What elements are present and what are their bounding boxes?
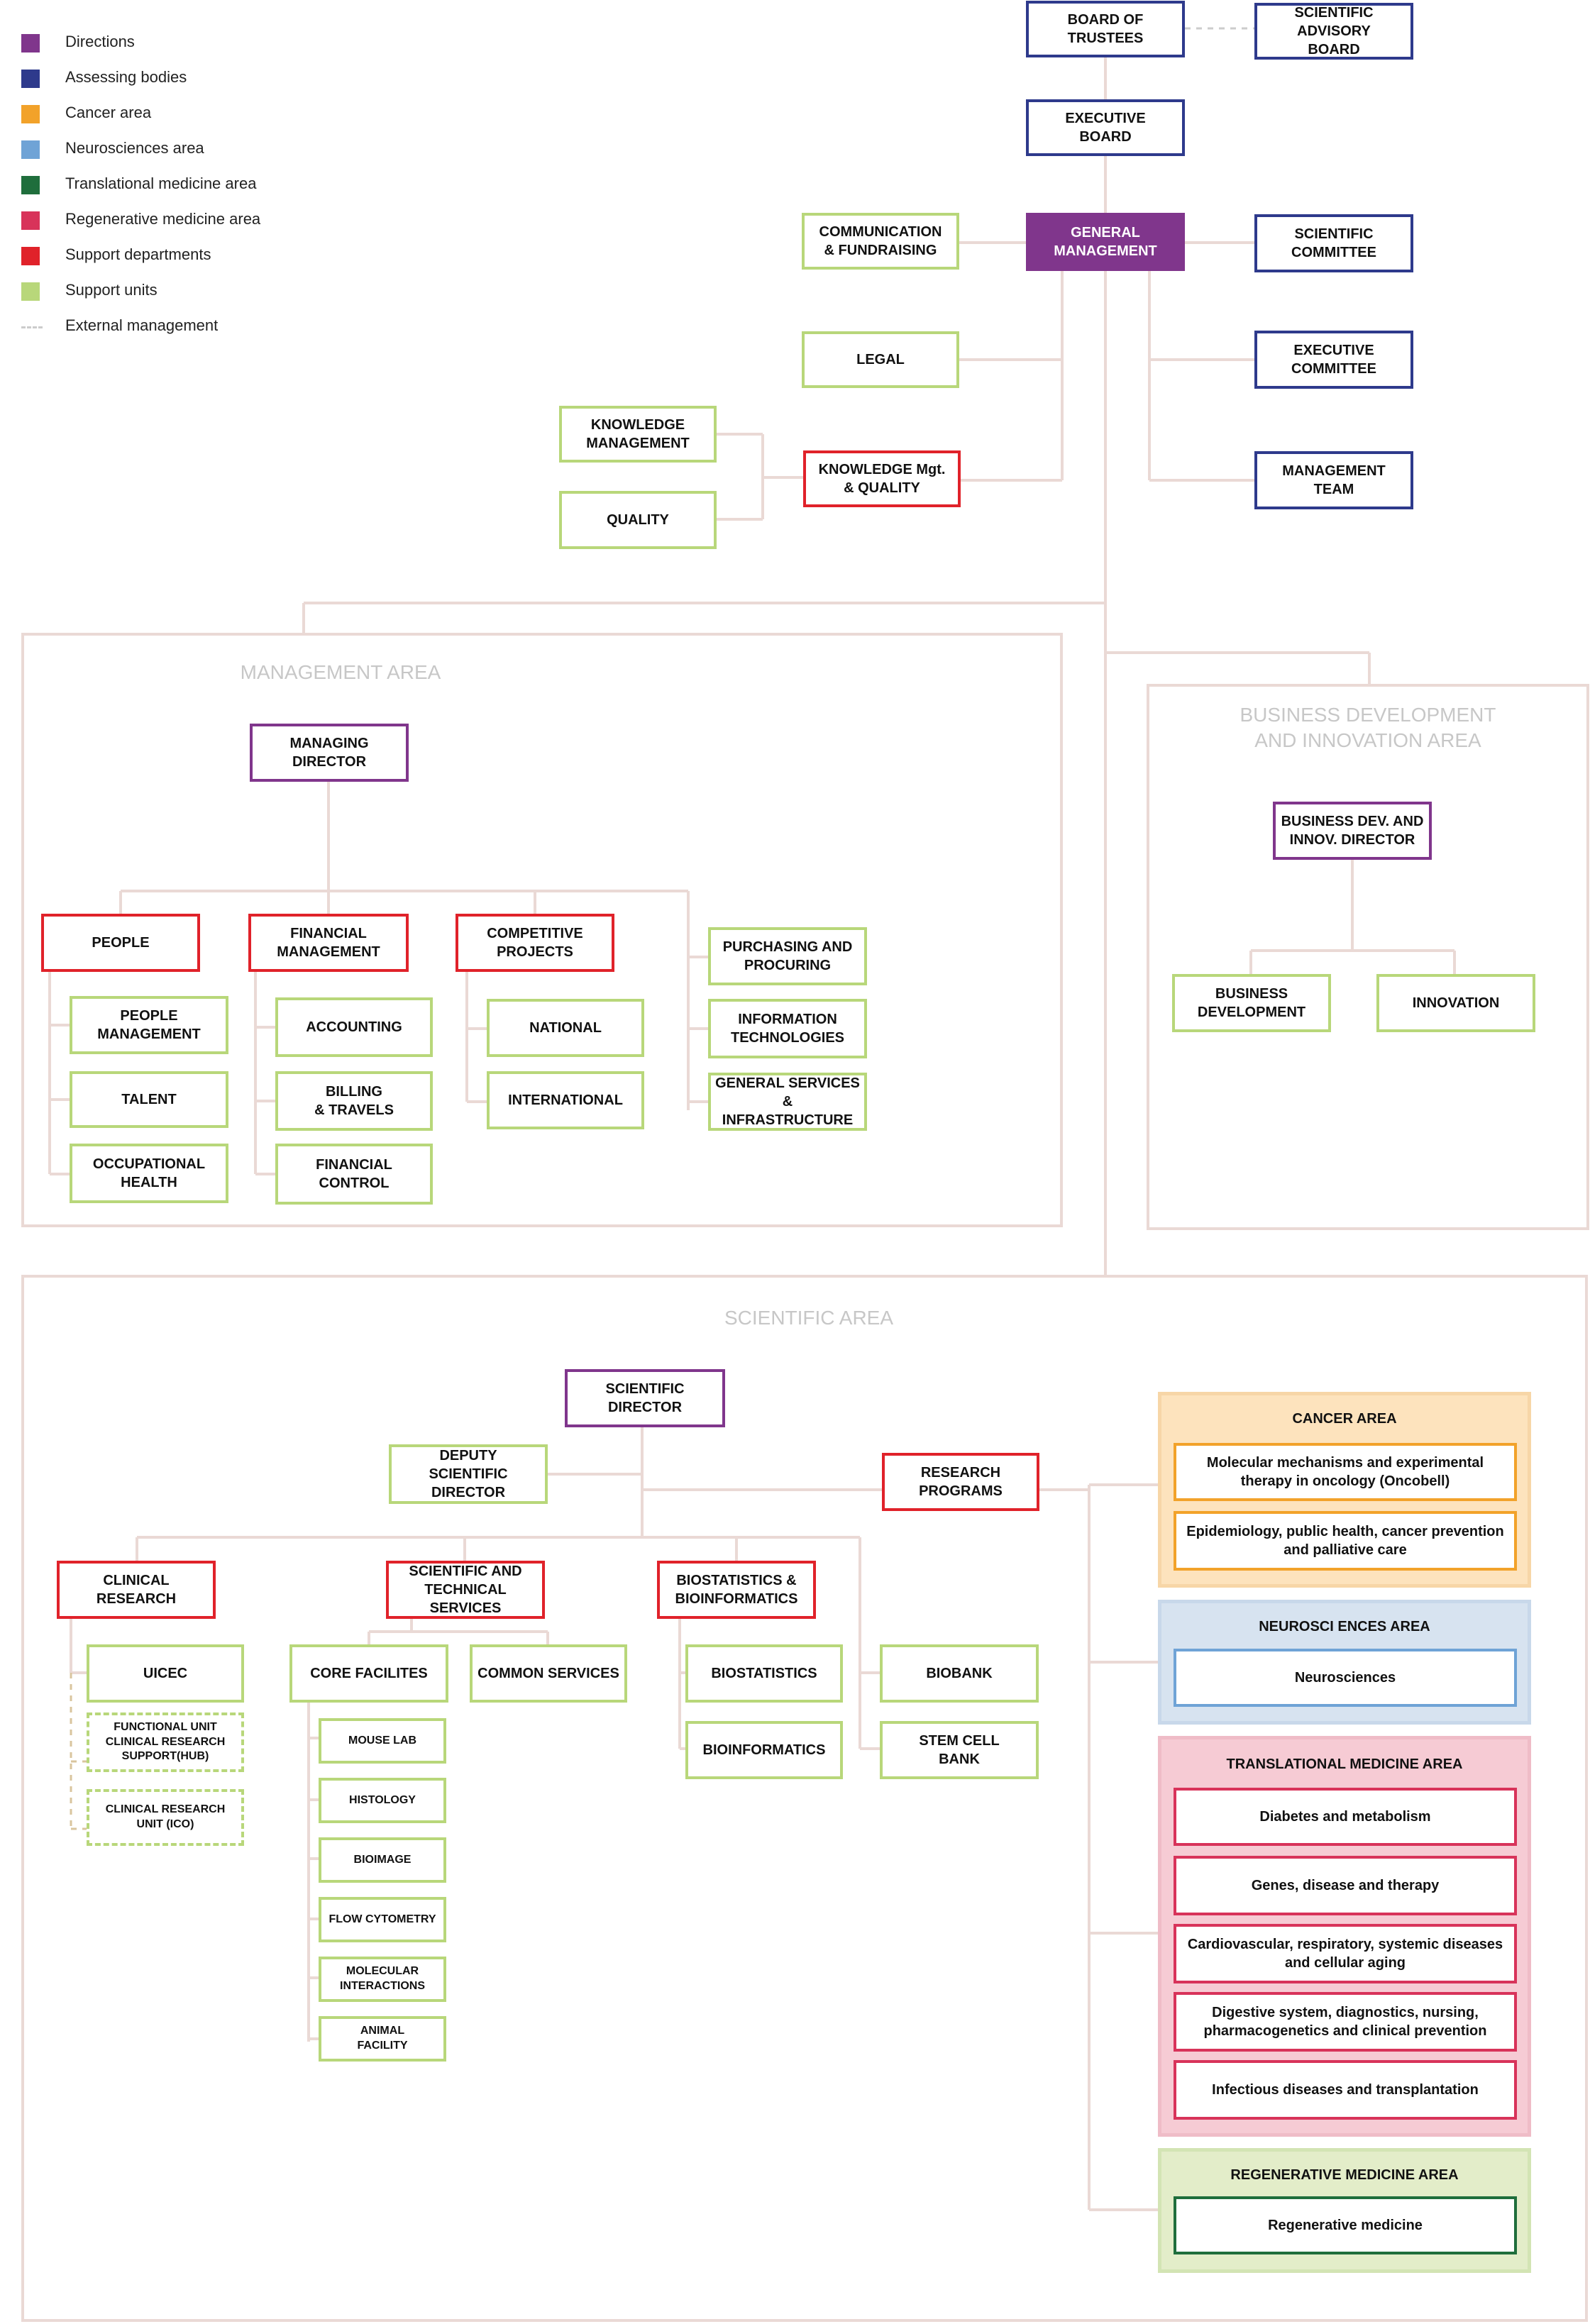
biostatistics-box: BIOSTATISTICS: [685, 1644, 843, 1703]
legend-label: Assessing bodies: [65, 68, 187, 86]
scientific-area-frame: [21, 1275, 1588, 2322]
legend-label: Support departments: [65, 245, 211, 263]
translational-program-infectious: Infectious diseases and transplantation: [1174, 2060, 1517, 2120]
business-area-frame: [1147, 684, 1589, 1230]
national-box: NATIONAL: [487, 999, 644, 1057]
research-programs-box: RESEARCH PROGRAMS: [882, 1453, 1039, 1511]
legend-label: Translational medicine area: [65, 175, 257, 192]
general-services-box: GENERAL SERVICES & INFRASTRUCTURE: [708, 1073, 867, 1131]
purchasing-box: PURCHASING AND PROCURING: [708, 927, 867, 985]
legend-swatch: [21, 176, 40, 194]
talent-box: TALENT: [70, 1071, 228, 1128]
innovation-box: INNOVATION: [1376, 974, 1535, 1032]
legend-label: External management: [65, 316, 219, 334]
legend-swatch: [21, 211, 40, 230]
translational-program-genes: Genes, disease and therapy: [1174, 1856, 1517, 1915]
legend-label: Neurosciences area: [65, 139, 204, 157]
general-management-box: GENERAL MANAGEMENT: [1026, 213, 1185, 271]
legend-swatch: [21, 282, 40, 301]
managing-director-box: MANAGING DIRECTOR: [250, 724, 409, 782]
knowledge-quality-box: KNOWLEDGE Mgt. & QUALITY: [803, 450, 961, 507]
competitive-projects-box: COMPETITIVE PROJECTS: [456, 914, 614, 972]
business-director-box: BUSINESS DEV. AND INNOV. DIRECTOR: [1273, 802, 1432, 860]
stem-cell-bank-box: STEM CELL BANK: [880, 1721, 1039, 1779]
management-area-title: MANAGEMENT AREA: [240, 661, 441, 683]
quality-box: QUALITY: [559, 491, 717, 549]
histology-box: HISTOLOGY: [319, 1778, 446, 1823]
executive-board-box: EXECUTIVE BOARD: [1026, 99, 1185, 156]
scientific-area-title: SCIENTIFIC AREA: [724, 1307, 894, 1329]
animal-facility-box: ANIMAL FACILITY: [319, 2016, 446, 2062]
regenerative-medicine-title: REGENERATIVE MEDICINE AREA: [1230, 2167, 1459, 2183]
translational-medicine-title: TRANSLATIONAL MEDICINE AREA: [1226, 1756, 1463, 1772]
scientific-technical-services-box: SCIENTIFIC AND TECHNICAL SERVICES: [386, 1561, 545, 1619]
billing-travels-box: BILLING & TRAVELS: [275, 1071, 433, 1131]
common-services-box: COMMON SERVICES: [470, 1644, 627, 1703]
accounting-box: ACCOUNTING: [275, 997, 433, 1057]
scientific-committee-box: SCIENTIFIC COMMITTEE: [1254, 214, 1413, 272]
neurosciences-program: Neurosciences: [1174, 1649, 1517, 1707]
legend-swatch-dashed: [21, 326, 43, 328]
international-box: INTERNATIONAL: [487, 1071, 644, 1129]
communication-fundraising-box: COMMUNICATION & FUNDRAISING: [802, 213, 959, 270]
deputy-scientific-director-box: DEPUTY SCIENTIFIC DIRECTOR: [389, 1444, 548, 1504]
cancer-program-epidemiology: Epidemiology, public health, cancer prev…: [1174, 1511, 1517, 1571]
legal-box: LEGAL: [802, 331, 959, 388]
financial-control-box: FINANCIAL CONTROL: [275, 1144, 433, 1205]
translational-program-digestive: Digestive system, diagnostics, nursing, …: [1174, 1992, 1517, 2052]
uicec-box: UICEC: [87, 1644, 244, 1703]
mouse-lab-box: MOUSE LAB: [319, 1718, 446, 1764]
information-technologies-box: INFORMATION TECHNOLOGIES: [708, 999, 867, 1058]
regenerative-program: Regenerative medicine: [1174, 2196, 1517, 2254]
scientific-advisory-board-box: SCIENTIFIC ADVISORY BOARD: [1254, 3, 1413, 60]
translational-program-diabetes: Diabetes and metabolism: [1174, 1788, 1517, 1846]
scientific-director-box: SCIENTIFIC DIRECTOR: [565, 1369, 725, 1427]
occupational-health-box: OCCUPATIONAL HEALTH: [70, 1144, 228, 1203]
legend-label: Support units: [65, 281, 158, 299]
neurosciences-area-title: NEUROSCI ENCES AREA: [1259, 1619, 1430, 1634]
business-area-title: BUSINESS DEVELOPMENT AND INNOVATION AREA: [1240, 704, 1496, 752]
flow-cytometry-box: FLOW CYTOMETRY: [319, 1897, 446, 1942]
core-facilities-box: CORE FACILITES: [289, 1644, 448, 1703]
molecular-interactions-box: MOLECULAR INTERACTIONS: [319, 1957, 446, 2002]
people-box: PEOPLE: [41, 914, 200, 972]
management-area-frame: [21, 633, 1063, 1227]
legend-swatch: [21, 247, 40, 265]
financial-management-box: FINANCIAL MANAGEMENT: [248, 914, 409, 972]
legend-swatch: [21, 70, 40, 88]
knowledge-management-box: KNOWLEDGE MANAGEMENT: [559, 406, 717, 463]
biostatistics-bioinformatics-box: BIOSTATISTICS & BIOINFORMATICS: [657, 1561, 816, 1619]
biobank-box: BIOBANK: [880, 1644, 1039, 1703]
legend-swatch: [21, 140, 40, 159]
functional-unit-box: FUNCTIONAL UNIT CLINICAL RESEARCH SUPPOR…: [87, 1712, 244, 1772]
legend-label: Cancer area: [65, 104, 152, 121]
management-team-box: MANAGEMENT TEAM: [1254, 451, 1413, 509]
cancer-program-oncobell: Molecular mechanisms and experimental th…: [1174, 1443, 1517, 1501]
translational-program-cardiovascular: Cardiovascular, respiratory, systemic di…: [1174, 1924, 1517, 1983]
people-management-box: PEOPLE MANAGEMENT: [70, 996, 228, 1054]
board-of-trustees-box: BOARD OF TRUSTEES: [1026, 1, 1185, 57]
executive-committee-box: EXECUTIVE COMMITTEE: [1254, 331, 1413, 389]
bioinformatics-box: BIOINFORMATICS: [685, 1721, 843, 1779]
bioimage-box: BIOIMAGE: [319, 1837, 446, 1883]
legend-label: Regenerative medicine area: [65, 210, 261, 228]
legend-swatch: [21, 105, 40, 123]
legend-label: Directions: [65, 33, 135, 50]
business-development-box: BUSINESS DEVELOPMENT: [1172, 974, 1331, 1032]
cancer-area-title: CANCER AREA: [1292, 1411, 1397, 1427]
legend-swatch: [21, 34, 40, 52]
clinical-research-box: CLINICAL RESEARCH: [57, 1561, 216, 1619]
clinical-research-unit-box: CLINICAL RESEARCH UNIT (ICO): [87, 1789, 244, 1846]
